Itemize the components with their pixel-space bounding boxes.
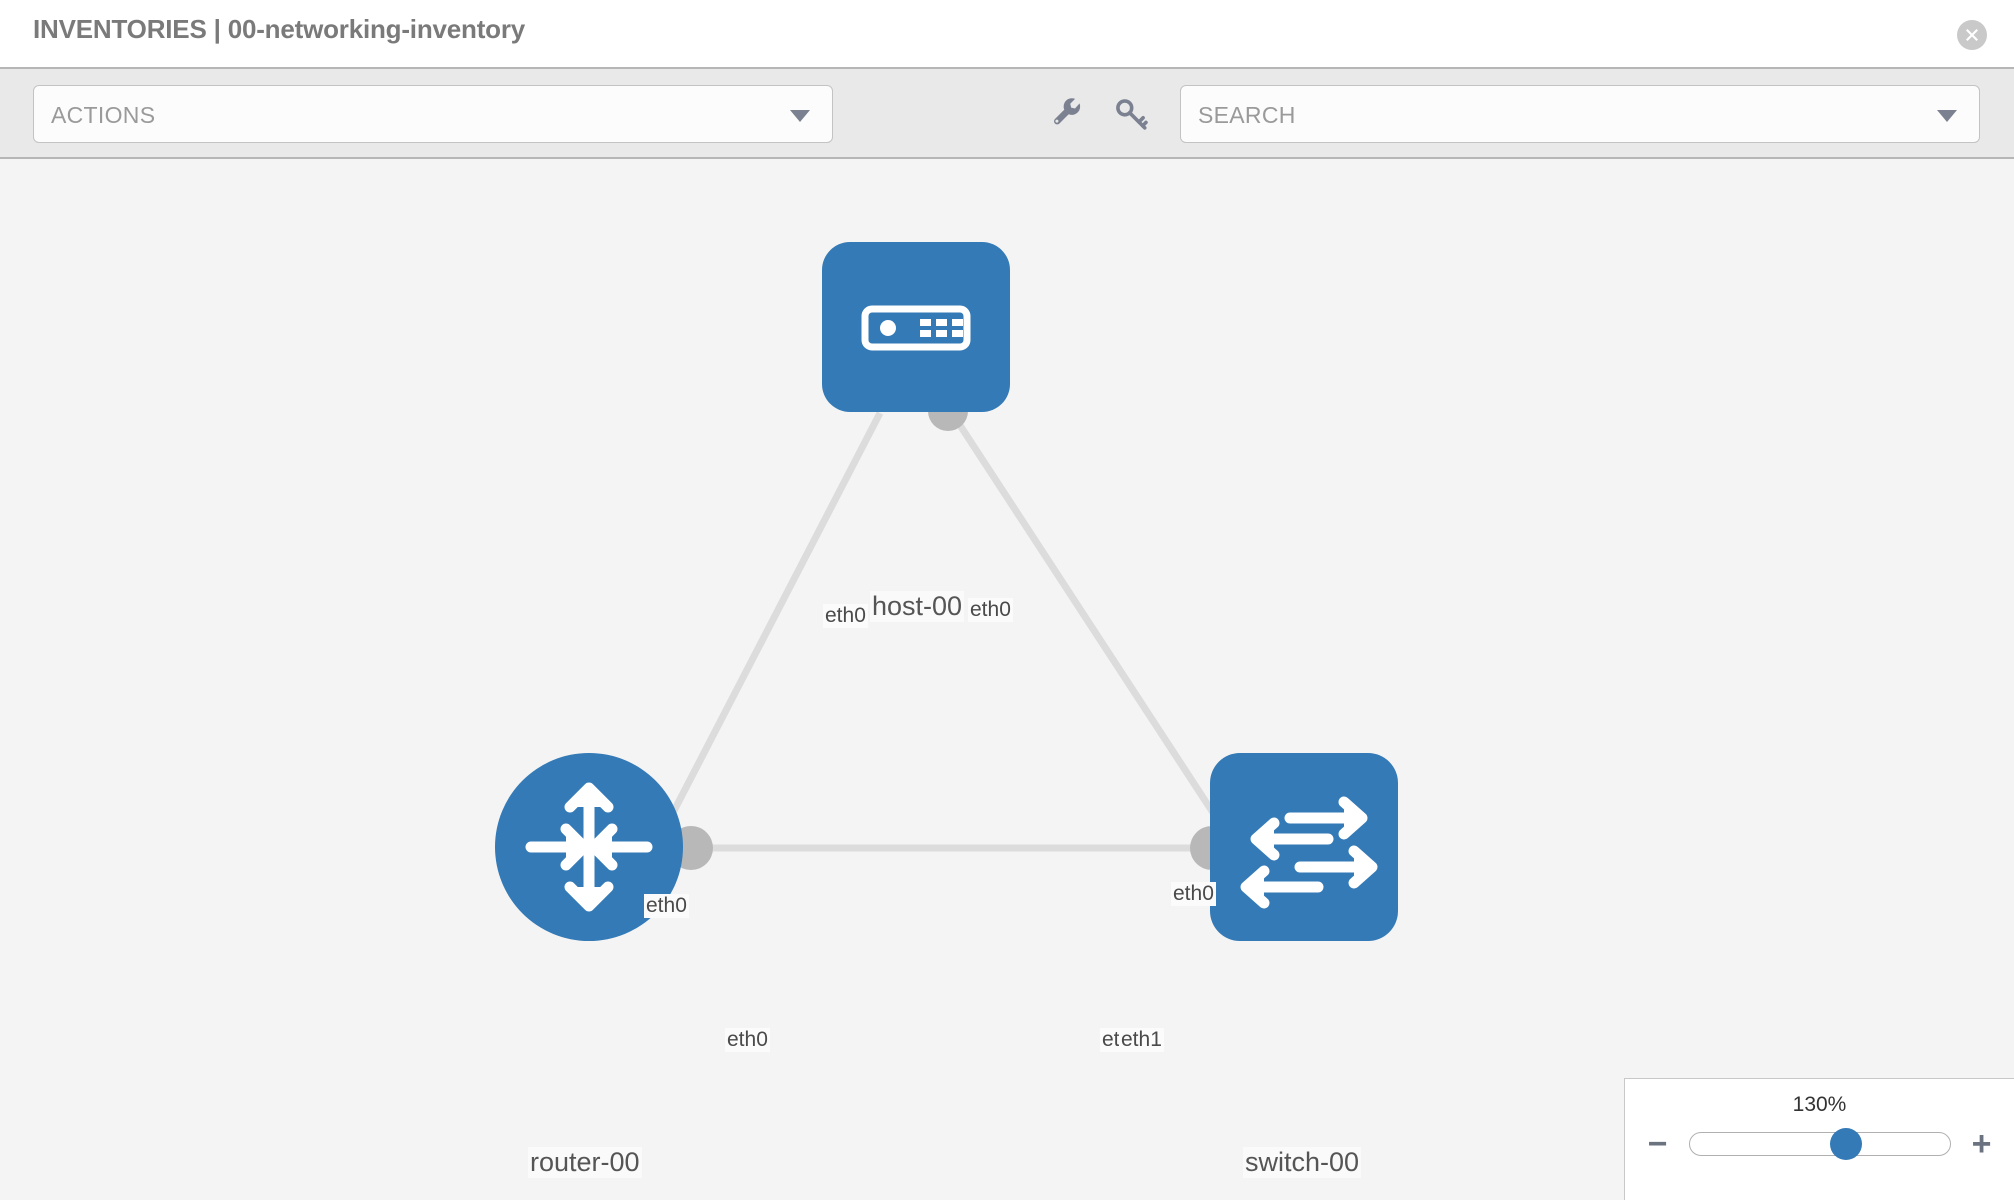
actions-dropdown-label: ACTIONS bbox=[51, 102, 156, 128]
wrench-icon bbox=[1054, 98, 1081, 125]
chevron-down-icon bbox=[1937, 110, 1957, 122]
node-label-host-00: host-00 bbox=[870, 591, 965, 622]
iface-label: eth0 bbox=[725, 1028, 770, 1052]
iface-label: eth0 bbox=[1171, 882, 1216, 906]
search-placeholder: SEARCH bbox=[1198, 102, 1296, 128]
key-button[interactable] bbox=[1110, 91, 1154, 135]
node-label-router-00: router-00 bbox=[528, 1147, 642, 1178]
topology-canvas[interactable]: eth0 eth0 eth0 eth0 eth0 eth0 eth1 host-… bbox=[0, 161, 2014, 1200]
actions-dropdown[interactable]: ACTIONS bbox=[33, 85, 833, 143]
router-arrows-icon bbox=[525, 782, 653, 912]
zoom-slider[interactable] bbox=[1688, 1128, 1951, 1160]
chevron-down-icon bbox=[790, 110, 810, 122]
node-label-switch-00: switch-00 bbox=[1243, 1147, 1362, 1178]
node-switch-00[interactable] bbox=[1210, 753, 1398, 941]
node-router-00[interactable] bbox=[495, 753, 683, 941]
link-host-switch[interactable] bbox=[949, 411, 1241, 853]
toolbar: ACTIONS SEARCH bbox=[0, 69, 2014, 159]
close-icon bbox=[1966, 29, 1978, 41]
key-icon bbox=[1116, 99, 1148, 130]
iface-label: eth1 bbox=[1119, 1028, 1164, 1052]
close-button[interactable] bbox=[1957, 20, 1987, 50]
link-host-router[interactable] bbox=[644, 411, 884, 863]
search-input[interactable]: SEARCH bbox=[1180, 85, 1980, 143]
iface-label: eth0 bbox=[823, 604, 868, 628]
node-host-00[interactable] bbox=[822, 242, 1010, 412]
switch-arrows-icon bbox=[1240, 796, 1378, 909]
zoom-slider-thumb[interactable] bbox=[1829, 1128, 1862, 1160]
page-title: INVENTORIES | 00-networking-inventory bbox=[33, 14, 526, 44]
wrench-button[interactable] bbox=[1043, 91, 1087, 135]
zoom-control-panel: 130% − + bbox=[1624, 1078, 2014, 1200]
server-icon bbox=[861, 305, 971, 351]
iface-label: eth0 bbox=[644, 894, 689, 918]
zoom-in-button[interactable]: + bbox=[1971, 1125, 1992, 1163]
topology-graph bbox=[495, 242, 1398, 941]
iface-label: eth0 bbox=[968, 598, 1013, 622]
page-header: INVENTORIES | 00-networking-inventory bbox=[0, 0, 2014, 69]
zoom-out-button[interactable]: − bbox=[1647, 1125, 1668, 1163]
zoom-percent-label: 130% bbox=[1792, 1093, 1847, 1116]
